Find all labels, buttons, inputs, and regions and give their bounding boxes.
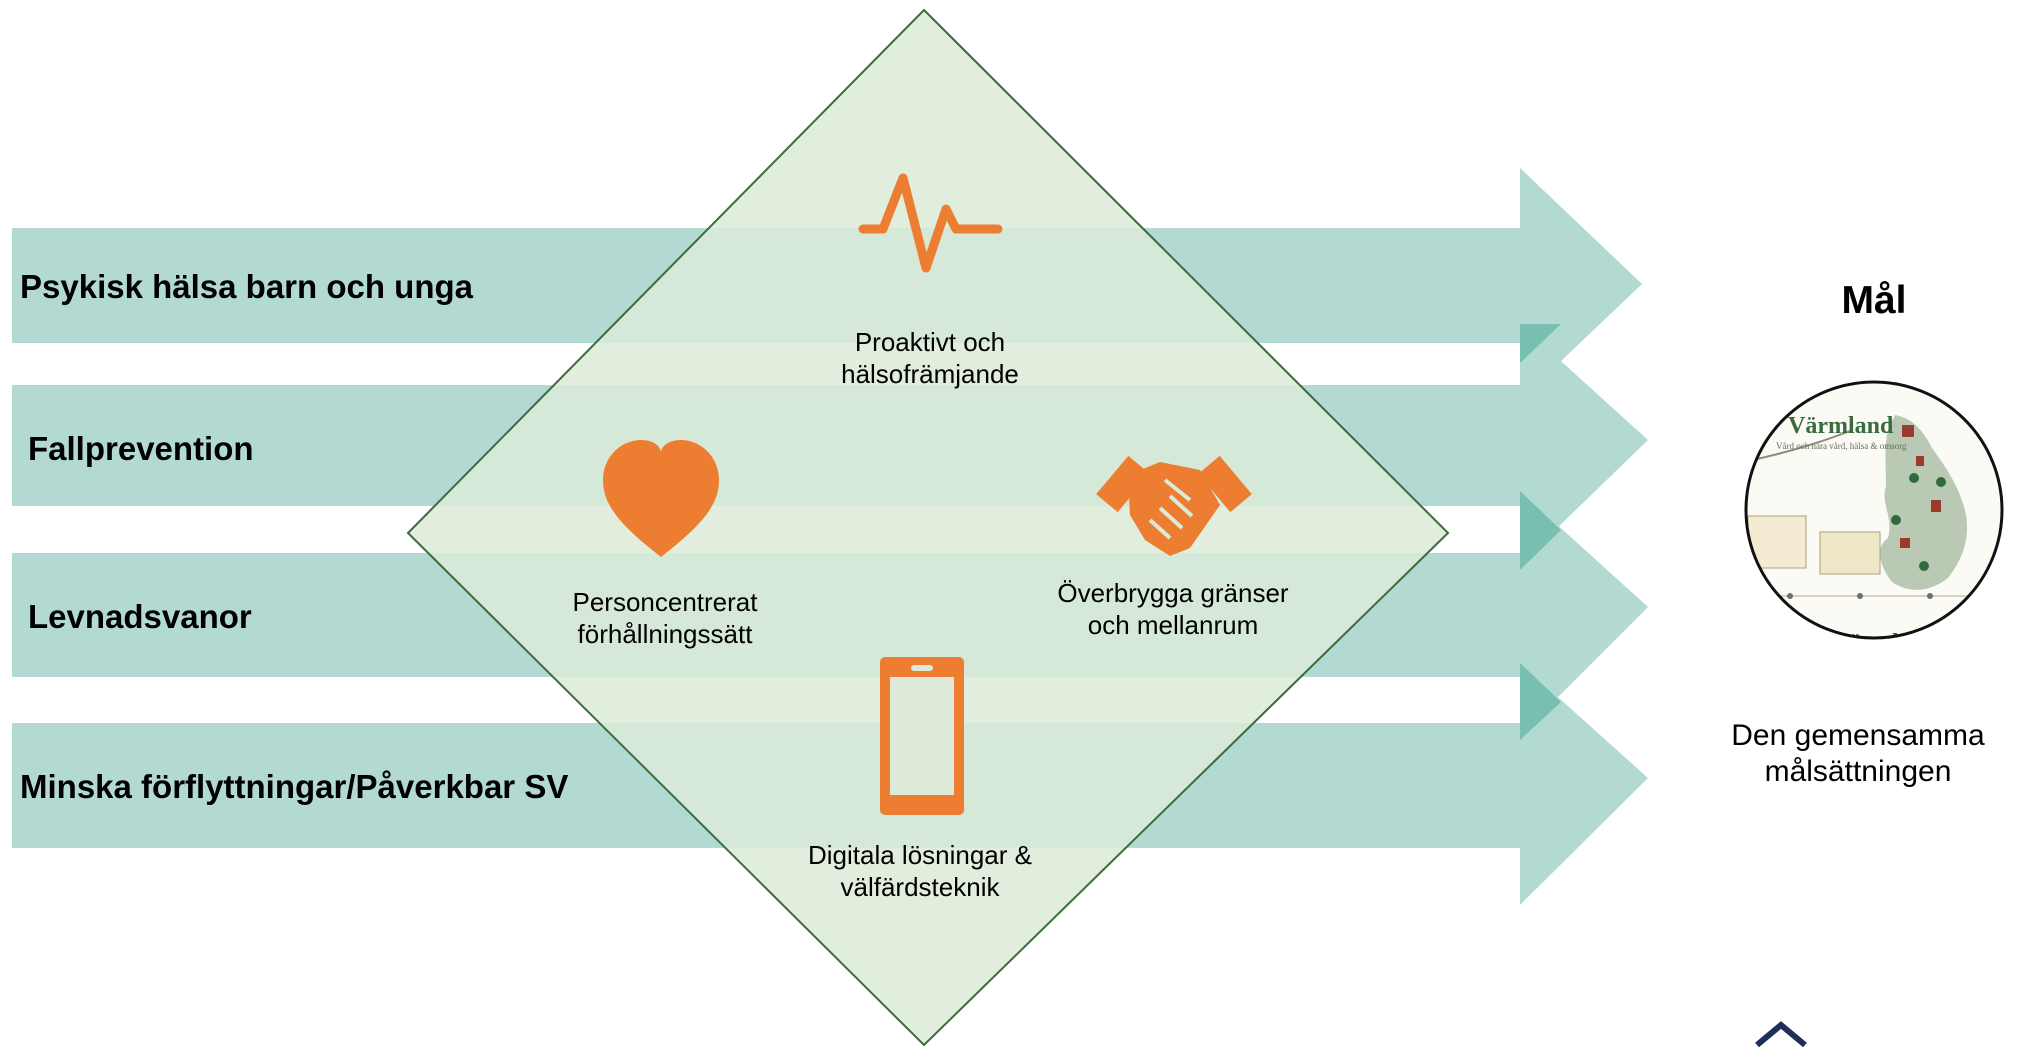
goal-subtitle-line: målsättningen — [1764, 755, 1952, 788]
pillar-label-line: Överbrygga gränser — [1057, 578, 1289, 608]
pillar-label-line: Personcentrerat — [572, 587, 758, 617]
map-footer: Värmland — [1832, 630, 1938, 656]
heart-icon — [603, 440, 719, 557]
goal-map-image: Värmland Vård och nära vård, hälsa & oms… — [1744, 380, 2004, 656]
lane-label-minska-forflyttningar: Minska förflyttningar/Påverkbar SV — [20, 768, 569, 805]
goal-title: Mål — [1841, 279, 1907, 322]
logo-icon — [1755, 1021, 1807, 1048]
pillar-label-personcentrerat: Personcentrerat förhållningssätt — [505, 587, 825, 650]
lane-label-psykisk-halsa: Psykisk hälsa barn och unga — [20, 268, 474, 305]
center-diamond — [406, 8, 1450, 1047]
pillar-label-line: hälsofrämjande — [841, 358, 1019, 389]
pillar-label-overbrygga: Överbrygga gränser och mellanrum — [1013, 578, 1333, 641]
pillar-label-proaktivt: Proaktivt och hälsofrämjande — [770, 327, 1090, 390]
arrow-overlap-2 — [1520, 491, 1561, 570]
heartbeat-icon — [858, 173, 1003, 273]
pillar-label-line: förhållningssätt — [577, 618, 753, 649]
lane-label-levnadsvanor: Levnadsvanor — [28, 598, 252, 635]
handshake-icon — [1096, 455, 1252, 556]
map-title: Värmland — [1788, 413, 1894, 439]
lane-label-fallprevention: Fallprevention — [28, 430, 254, 467]
pillar-label-digitala: Digitala lösningar & välfärdsteknik — [760, 840, 1080, 903]
pillar-label-line: Digitala lösningar & — [807, 840, 1032, 870]
goal-subtitle-line: Den gemensamma — [1731, 719, 1985, 752]
pillar-label-line: Proaktivt och — [854, 327, 1006, 357]
arrow-overlap-1 — [1520, 324, 1561, 363]
pillar-label-line: och mellanrum — [1087, 609, 1259, 640]
goal-subtitle: Den gemensamma målsättningen — [1685, 718, 2031, 790]
smartphone-icon — [880, 657, 964, 815]
pillar-label-line: välfärdsteknik — [840, 871, 1000, 902]
map-subtitle: Vård och nära vård, hälsa & omsorg — [1776, 441, 1907, 451]
arrow-overlap-3 — [1520, 663, 1561, 740]
